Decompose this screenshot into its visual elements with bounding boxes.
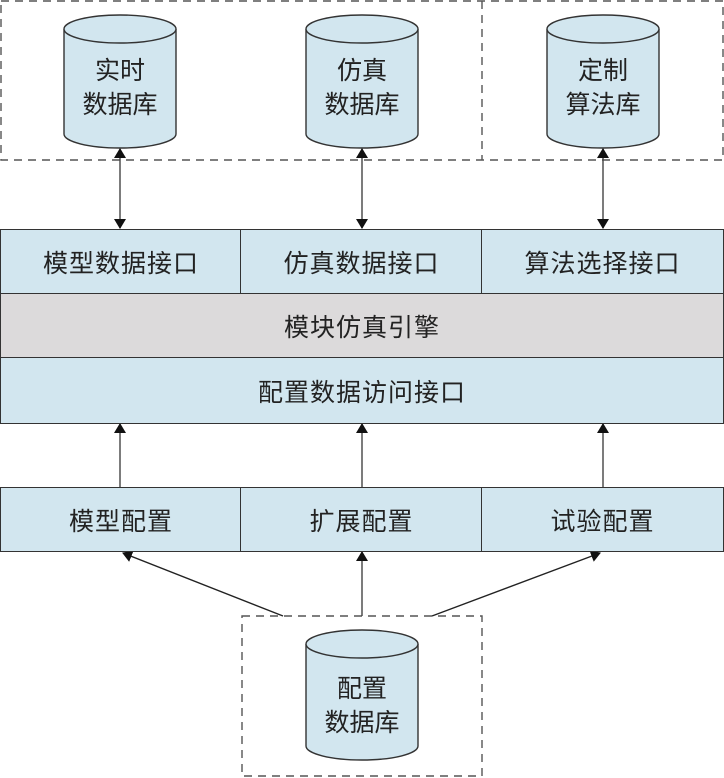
test-config: 试验配置 [481,487,724,552]
algorithm-selection-interface: 算法选择接口 [481,229,724,295]
algorithm-db-label: 定制 算法库 [547,54,659,122]
database-cylinder-algorithm [546,14,660,149]
config-db-label-line1: 配置 [336,674,387,703]
extension-config: 扩展配置 [240,487,483,552]
config-data-access-interface: 配置数据访问接口 [0,357,724,424]
algorithm-db-label-line1: 定制 [577,56,628,85]
simulation-db-label-line1: 仿真 [336,56,387,85]
database-cylinder-simulation [305,14,419,149]
realtime-db-label-line2: 数据库 [82,90,158,119]
top-dashed-group [0,0,724,161]
database-cylinder-realtime [63,14,177,149]
simulation-db-label-line2: 数据库 [324,90,400,119]
simulation-data-interface: 仿真数据接口 [240,229,483,295]
model-config: 模型配置 [0,487,242,552]
realtime-db-label: 实时 数据库 [64,54,176,122]
realtime-db-label-line1: 实时 [94,56,145,85]
arrow-to-test-config [431,550,601,617]
simulation-db-label: 仿真 数据库 [306,54,418,122]
database-cylinder-config [305,629,419,761]
model-data-interface: 模型数据接口 [0,229,242,295]
module-simulation-engine: 模块仿真引擎 [0,293,724,359]
algorithm-db-label-line2: 算法库 [565,90,641,119]
arrow-to-model-config [122,550,284,617]
config-db-label: 配置 数据库 [306,672,418,740]
config-db-label-line2: 数据库 [324,708,400,737]
